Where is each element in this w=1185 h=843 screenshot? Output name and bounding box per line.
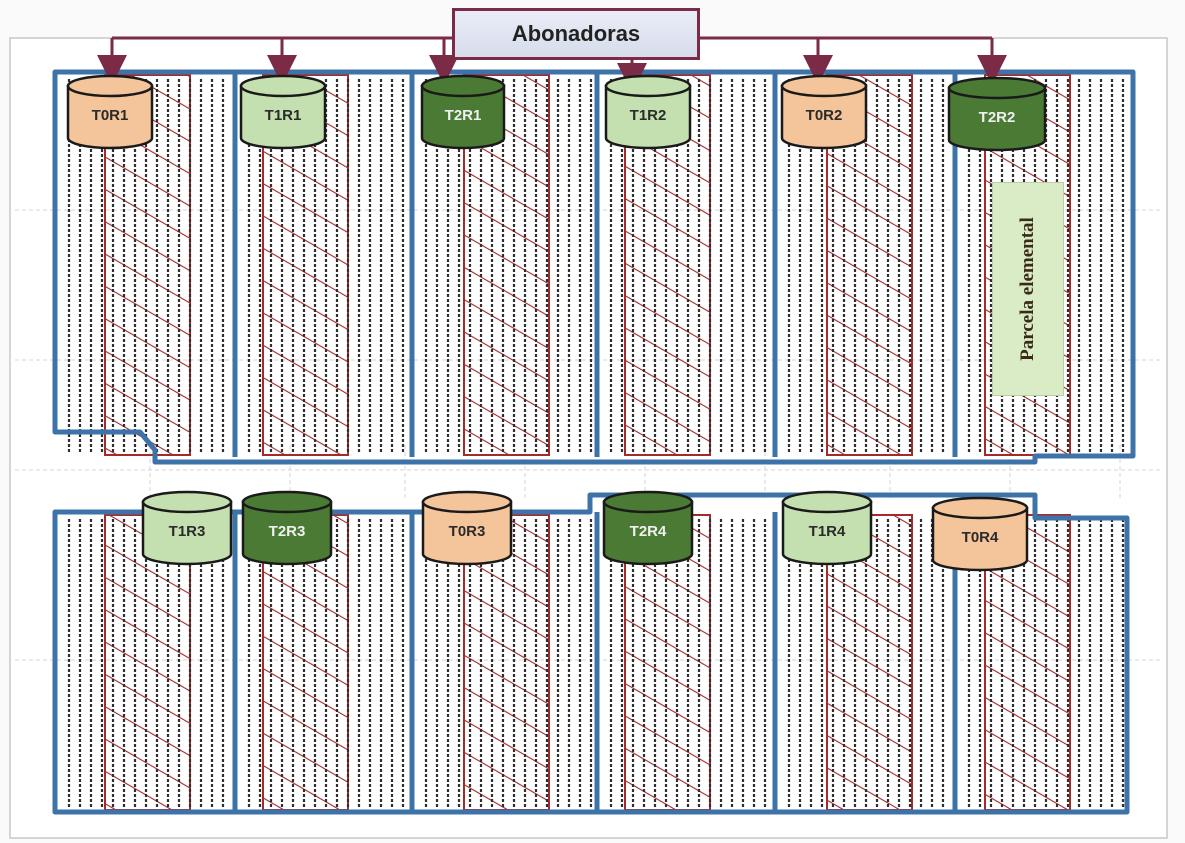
tank-top xyxy=(239,74,327,98)
tank-body xyxy=(947,86,1047,152)
tank-label: T2R2 xyxy=(979,109,1016,126)
tank-label: T0R2 xyxy=(806,107,843,124)
tank-top xyxy=(421,490,513,514)
tank-label: T2R4 xyxy=(630,523,667,540)
tank-label: T1R1 xyxy=(265,107,302,124)
tank-top xyxy=(141,490,233,514)
tank-t1r4: T1R4 xyxy=(781,490,873,566)
tank-label: T0R4 xyxy=(962,529,999,546)
parcela-elemental-box: Parcela elemental xyxy=(992,182,1064,396)
tank-label: T0R3 xyxy=(449,523,486,540)
tank-top xyxy=(781,490,873,514)
tank-body xyxy=(604,84,692,150)
block-2-border xyxy=(52,492,1130,815)
tank-body xyxy=(66,84,154,150)
tank-t2r1: T2R1 xyxy=(420,74,506,150)
tank-t2r3: T2R3 xyxy=(241,490,333,566)
tank-body xyxy=(241,500,333,566)
tank-label: T2R1 xyxy=(445,107,482,124)
tank-top xyxy=(947,76,1047,100)
parcela-elemental-label: Parcela elemental xyxy=(1017,217,1038,361)
tank-body xyxy=(780,84,868,150)
tank-label: T2R3 xyxy=(269,523,306,540)
plot-b2-c5 xyxy=(772,512,945,812)
tank-top xyxy=(420,74,506,98)
tank-top xyxy=(241,490,333,514)
plot-b2-c3 xyxy=(409,512,593,812)
tank-top xyxy=(602,490,694,514)
tank-body xyxy=(421,500,513,566)
tank-label: T1R2 xyxy=(630,107,667,124)
tank-body xyxy=(781,500,873,566)
tank-top xyxy=(931,496,1029,520)
abonadoras-label: Abonadoras xyxy=(511,21,641,46)
distribution-arrows xyxy=(97,36,1007,93)
tank-t0r3: T0R3 xyxy=(421,490,513,566)
tank-t1r2: T1R2 xyxy=(604,74,692,150)
tank-top xyxy=(66,74,154,98)
tank-t0r2: T0R2 xyxy=(780,74,868,150)
tank-t1r1: T1R1 xyxy=(239,74,327,150)
tank-top xyxy=(604,74,692,98)
tank-body xyxy=(602,500,694,566)
outer-frame xyxy=(9,37,1168,839)
tank-t0r1: T0R1 xyxy=(66,74,154,150)
tank-label: T1R3 xyxy=(169,523,206,540)
tank-label: T0R1 xyxy=(92,107,129,124)
tank-body xyxy=(141,500,233,566)
tank-body xyxy=(420,84,506,150)
tank-top xyxy=(780,74,868,98)
tank-t2r4: T2R4 xyxy=(602,490,694,566)
tank-body xyxy=(239,84,327,150)
block-1-border xyxy=(52,69,1136,465)
tank-t2r2: T2R2 xyxy=(947,76,1047,152)
tank-t0r4: T0R4 xyxy=(931,496,1029,572)
tank-t1r3: T1R3 xyxy=(141,490,233,566)
tank-label: T1R4 xyxy=(809,523,846,540)
abonadoras-box: Abonadoras xyxy=(452,8,700,60)
tank-body xyxy=(931,506,1029,572)
